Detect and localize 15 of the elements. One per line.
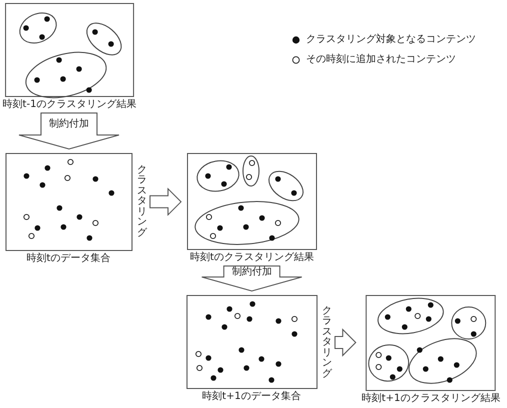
- block-arrow: [201, 266, 302, 292]
- panel-caption: 時刻tのクラスタリング結果: [190, 252, 314, 264]
- edge-label: 制約付加: [232, 266, 272, 277]
- legend-label: その時刻に追加されたコンテンツ: [306, 54, 456, 66]
- legend-label: クラスタリング対象となるコンテンツ: [306, 34, 476, 46]
- edge-label: 制約付加: [49, 118, 89, 130]
- block-arrow: [150, 188, 182, 216]
- panel-caption: 時刻t+1のクラスタリング結果: [362, 393, 500, 405]
- edge-label: クラスタリング: [137, 165, 147, 238]
- block-arrow: [18, 112, 120, 150]
- panel-caption: 時刻t-1のクラスタリング結果: [2, 99, 136, 111]
- edge-label: クラスタリング: [322, 306, 332, 380]
- panel-caption: 時刻t+1のデータ集合: [202, 391, 301, 403]
- panel-caption: 時刻tのデータ集合: [26, 253, 110, 265]
- block-arrow: [334, 328, 356, 357]
